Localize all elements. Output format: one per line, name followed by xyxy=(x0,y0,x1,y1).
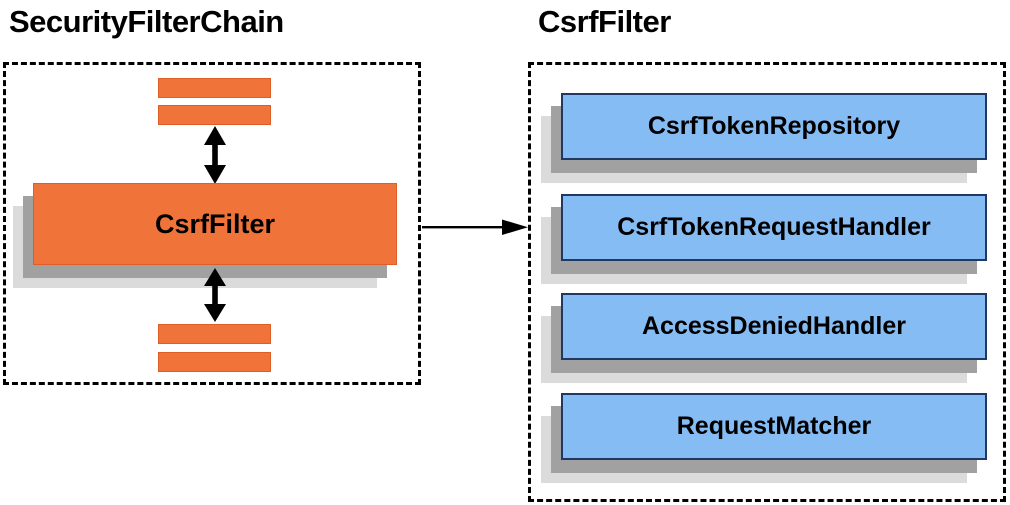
component-box-request-matcher: RequestMatcher xyxy=(561,393,987,460)
filter-placeholder-bar xyxy=(158,324,271,344)
filter-placeholder-bar xyxy=(158,352,271,372)
component-label: AccessDeniedHandler xyxy=(641,312,906,340)
filter-placeholder-bar xyxy=(158,105,271,125)
right-panel-title: CsrfFilter xyxy=(538,4,671,39)
component-box-csrf-token-request-handler: CsrfTokenRequestHandler xyxy=(561,194,987,261)
csrf-filter-box-label: CsrfFilter xyxy=(154,208,276,239)
filter-placeholder-bar xyxy=(158,78,271,98)
component-label: CsrfTokenRepository xyxy=(647,112,901,140)
csrf-filter-components-box: CsrfTokenRepository CsrfTokenRequestHand… xyxy=(528,62,1006,502)
left-panel-title: SecurityFilterChain xyxy=(9,4,284,39)
component-label: CsrfTokenRequestHandler xyxy=(617,213,931,241)
flow-arrow-icon xyxy=(422,218,528,236)
component-label: RequestMatcher xyxy=(676,412,872,440)
bidirectional-arrow-icon xyxy=(200,126,230,184)
csrf-filter-box: CsrfFilter xyxy=(33,183,397,265)
security-filter-chain-box: CsrfFilter xyxy=(3,62,421,385)
component-box-access-denied-handler: AccessDeniedHandler xyxy=(561,293,987,360)
component-box-csrf-token-repository: CsrfTokenRepository xyxy=(561,93,987,160)
bidirectional-arrow-icon xyxy=(200,268,230,322)
